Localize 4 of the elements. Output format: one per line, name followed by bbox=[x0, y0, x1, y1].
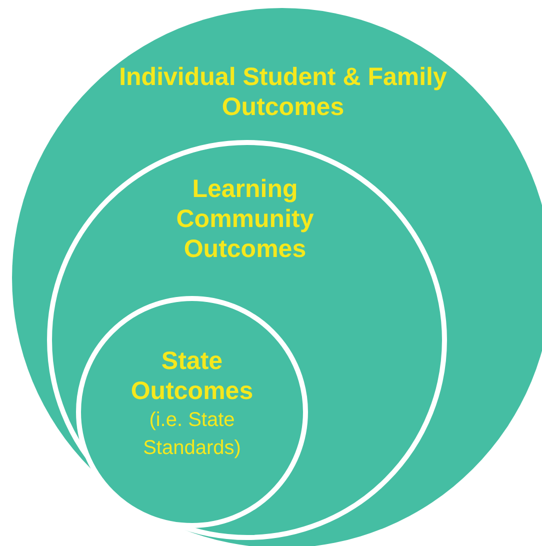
circle-label: Individual Student & Family Outcomes bbox=[118, 62, 448, 122]
circle-note: (i.e. State Standards) bbox=[142, 408, 242, 461]
circle-label: State Outcomes bbox=[130, 346, 254, 406]
circle-label: Learning Community Outcomes bbox=[175, 174, 315, 264]
